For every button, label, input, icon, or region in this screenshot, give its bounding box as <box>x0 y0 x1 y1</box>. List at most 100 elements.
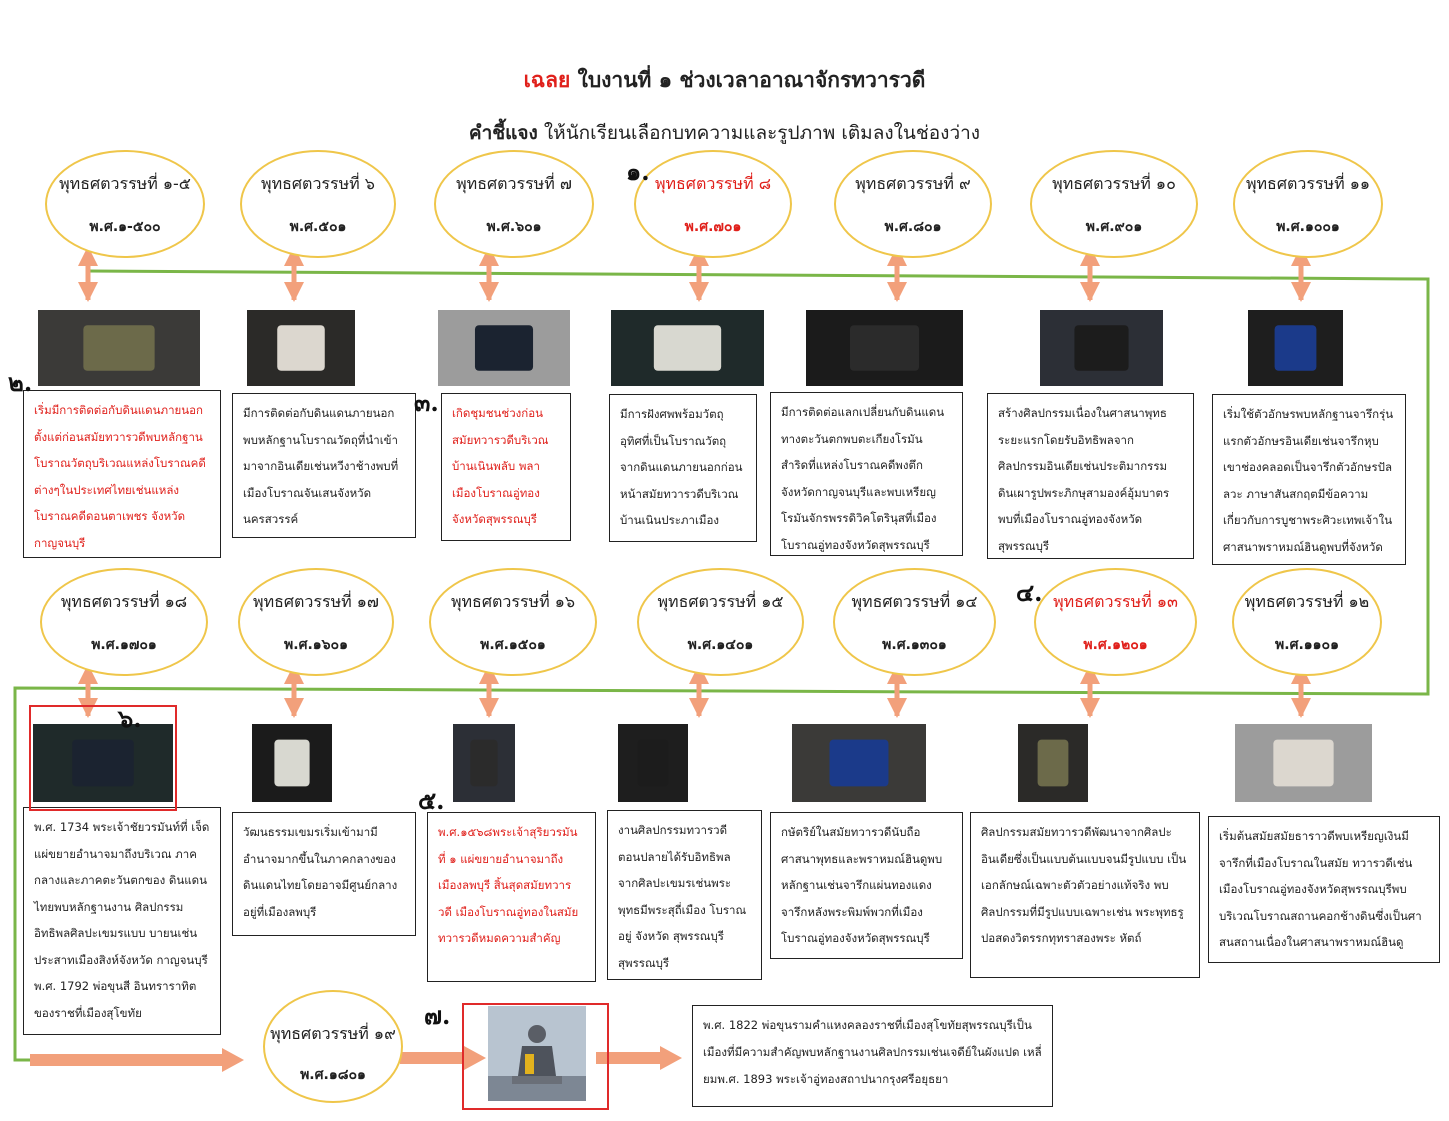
century-oval-bottom_row-2: พุทธศตวรรษที่ ๑๖พ.ศ.๑๕๐๑ <box>429 568 597 676</box>
year-label: พ.ศ.๘๐๑ <box>884 219 942 235</box>
photo-top_row-4 <box>806 310 963 386</box>
year-label: พ.ศ.๖๐๑ <box>486 219 542 235</box>
century-label: พุทธศตวรรษที่ ๙ <box>855 174 971 193</box>
event-card-19: พ.ศ. 1822 พ่อขุนรามคำแหงคลองราชที่เมืองส… <box>692 1005 1053 1107</box>
artifact-image-icon <box>849 325 920 371</box>
year-label: พ.ศ.๑๔๐๑ <box>687 637 754 653</box>
photo-bottom_row-6 <box>1235 724 1372 802</box>
answer-marker-2: ๒. <box>8 368 33 397</box>
event-card-bottom_row-3: งานศิลปกรรมทวารวดี ตอนปลายได้รับอิทธิพล … <box>607 810 762 980</box>
event-card-top_row-5: สร้างศิลปกรรมเนื่องในศาสนาพุทธ ระยะแรกโด… <box>987 393 1194 559</box>
event-card-bottom_row-6: เริ่มต้นสมัยสมัยธาราวดีพบเหรียญเงินมี จา… <box>1208 816 1440 963</box>
instruction: คำชี้แจง ให้นักเรียนเลือกบทความและรูปภาพ… <box>0 118 1449 148</box>
year-label: พ.ศ.๑๘๐๑ <box>300 1067 366 1083</box>
photo-top_row-3 <box>611 310 764 386</box>
century-oval-top_row-5: พุทธศตวรรษที่ ๑๐พ.ศ.๙๐๑ <box>1030 150 1198 258</box>
year-label: พ.ศ.๑-๕๐๐ <box>89 219 161 235</box>
instruction-label: คำชี้แจง <box>468 122 538 144</box>
century-oval-top_row-6: พุทธศตวรรษที่ ๑๑พ.ศ.๑๐๐๑ <box>1233 150 1383 258</box>
century-label: พุทธศตวรรษที่ ๑๔ <box>851 592 978 611</box>
photo-top_row-5 <box>1040 310 1163 386</box>
century-oval-top_row-4: พุทธศตวรรษที่ ๙พ.ศ.๘๐๑ <box>834 150 992 258</box>
century-label: พุทธศตวรรษที่ ๑๖ <box>450 592 576 611</box>
photo-top_row-2 <box>438 310 570 386</box>
photo-king-statue <box>488 1006 586 1101</box>
year-label: พ.ศ.๙๐๑ <box>1085 219 1143 235</box>
artifact-image-icon <box>1274 325 1317 371</box>
artifact-image-icon <box>829 739 889 787</box>
century-label: พุทธศตวรรษที่ ๖ <box>261 174 375 193</box>
century-label: พุทธศตวรรษที่ ๑๓ <box>1053 592 1178 611</box>
photo-bottom_row-1 <box>252 724 332 802</box>
year-label: พ.ศ.๗๐๑ <box>684 219 742 235</box>
photo-top_row-6 <box>1248 310 1343 386</box>
century-oval-bottom_row-5: พุทธศตวรรษที่ ๑๓พ.ศ.๑๒๐๑ <box>1034 568 1197 676</box>
artifact-image-icon <box>1037 739 1069 787</box>
page-title: เฉลย ใบงานที่ ๑ ช่วงเวลาอาณาจักรทวารวดี <box>0 64 1449 97</box>
century-label: พุทธศตวรรษที่ ๑๗ <box>253 592 379 611</box>
event-card-top_row-0: เริ่มมีการติดต่อกับดินแดนภายนอก ตั้งแต่ก… <box>23 390 221 558</box>
century-oval-top_row-0: พุทธศตวรรษที่ ๑-๕พ.ศ.๑-๕๐๐ <box>45 150 205 258</box>
year-label: พ.ศ.๕๐๑ <box>289 219 347 235</box>
event-card-top_row-4: มีการติดต่อแลกเปลี่ยนกับดินแดน ทางตะวันต… <box>770 392 963 556</box>
timeline-path-green <box>13 269 1430 1062</box>
artifact-image-icon <box>474 325 534 371</box>
century-label: พุทธศตวรรษที่ ๑๐ <box>1052 174 1176 193</box>
photo-top_row-1 <box>247 310 355 386</box>
answer-frame-7 <box>462 1003 609 1110</box>
event-card-top_row-1: มีการติดต่อกับดินแดนภายนอก พบหลักฐานโบรา… <box>232 393 416 538</box>
century-label: พุทธศตวรรษที่ ๑๘ <box>60 592 188 611</box>
artifact-image-icon <box>653 325 722 371</box>
photo-bottom_row-3 <box>618 724 688 802</box>
century-oval-bottom_row-6: พุทธศตวรรษที่ ๑๒พ.ศ.๑๑๐๑ <box>1232 568 1382 676</box>
photo-top_row-0 <box>38 310 200 386</box>
year-label: พ.ศ.๑๐๐๑ <box>1276 219 1340 235</box>
artifact-image-icon <box>470 739 498 787</box>
title-text: ใบงานที่ ๑ ช่วงเวลาอาณาจักรทวารวดี <box>577 68 926 92</box>
answer-label: เฉลย <box>523 68 571 92</box>
event-card-bottom_row-0: พ.ศ. 1734 พระเจ้าชัยวรมันท์ที่ เจ็ดแผ่ขย… <box>23 807 221 1035</box>
century-label: พุทธศตวรรษที่ ๑๙ <box>270 1024 396 1043</box>
instruction-text: ให้นักเรียนเลือกบทความและรูปภาพ เติมลงใน… <box>543 122 981 144</box>
century-oval-bottom_row-3: พุทธศตวรรษที่ ๑๕พ.ศ.๑๔๐๑ <box>637 568 804 676</box>
photo-bottom_row-2 <box>453 724 515 802</box>
event-card-bottom_row-5: ศิลปกรรมสมัยทวารวดีพัฒนาจากศิลปะ อินเดีย… <box>970 812 1200 978</box>
event-card-bottom_row-4: กษัตริย์ในสมัยทวารวดีนับถือ ศาสนาพุทธและ… <box>770 812 963 959</box>
artifact-image-icon <box>83 325 155 371</box>
century-label: พุทธศตวรรษที่ ๑-๕ <box>59 174 191 193</box>
answer-marker-3: ๓. <box>414 388 439 417</box>
artifact-image-icon <box>637 739 669 787</box>
century-oval-top_row-3: พุทธศตวรรษที่ ๘พ.ศ.๗๐๑ <box>634 150 792 258</box>
year-label: พ.ศ.๑๑๐๑ <box>1275 637 1339 653</box>
century-oval-19: พุทธศตวรรษที่ ๑๙ พ.ศ.๑๘๐๑ <box>263 990 403 1103</box>
event-card-top_row-3: มีการฝังศพพร้อมวัตถุ อุทิศที่เป็นโบราณวั… <box>609 394 757 542</box>
arrow-to-final-photo <box>400 1046 486 1070</box>
answer-marker-5: ๕. <box>418 786 445 815</box>
century-oval-top_row-1: พุทธศตวรรษที่ ๖พ.ศ.๕๐๑ <box>240 150 396 258</box>
answer-marker-6: ๖. <box>118 704 142 733</box>
event-card-top_row-6: เริ่มใช้ตัวอักษรพบหลักฐานจารึกรุ่น แรกตั… <box>1212 394 1406 565</box>
artifact-image-icon <box>72 739 134 787</box>
answer-marker-4: ๔. <box>1016 578 1043 607</box>
king-statue-icon <box>488 1006 586 1101</box>
answer-marker-7: ๗. <box>424 1001 451 1030</box>
century-label: พุทธศตวรรษที่ ๘ <box>654 174 772 193</box>
year-label: พ.ศ.๑๓๐๑ <box>882 637 947 653</box>
century-label: พุทธศตวรรษที่ ๑๕ <box>657 592 784 611</box>
artifact-image-icon <box>1074 325 1129 371</box>
horizontal-arrows <box>30 1046 682 1072</box>
event-card-bottom_row-2: พ.ศ.๑๕๖๘พระเจ้าสุริยวรมัน ที่ ๑ แผ่ขยายอ… <box>427 812 596 982</box>
century-label: พุทธศตวรรษที่ ๑๒ <box>1244 592 1370 611</box>
century-label: พุทธศตวรรษที่ ๗ <box>456 174 572 193</box>
year-label: พ.ศ.๑๕๐๑ <box>480 637 546 653</box>
answer-marker-1: ๑. <box>626 157 650 186</box>
artifact-image-icon <box>274 739 310 787</box>
year-label: พ.ศ.๑๗๐๑ <box>91 637 157 653</box>
year-label: พ.ศ.๑๒๐๑ <box>1083 637 1148 653</box>
century-oval-bottom_row-1: พุทธศตวรรษที่ ๑๗พ.ศ.๑๖๐๑ <box>238 568 394 676</box>
arrow-to-century-19 <box>30 1048 244 1072</box>
century-oval-top_row-2: พุทธศตวรรษที่ ๗พ.ศ.๖๐๑ <box>434 150 594 258</box>
event-card-top_row-2: เกิดชุมชนช่วงก่อน สมัยทวารวดีบริเวณ บ้าน… <box>441 393 571 541</box>
